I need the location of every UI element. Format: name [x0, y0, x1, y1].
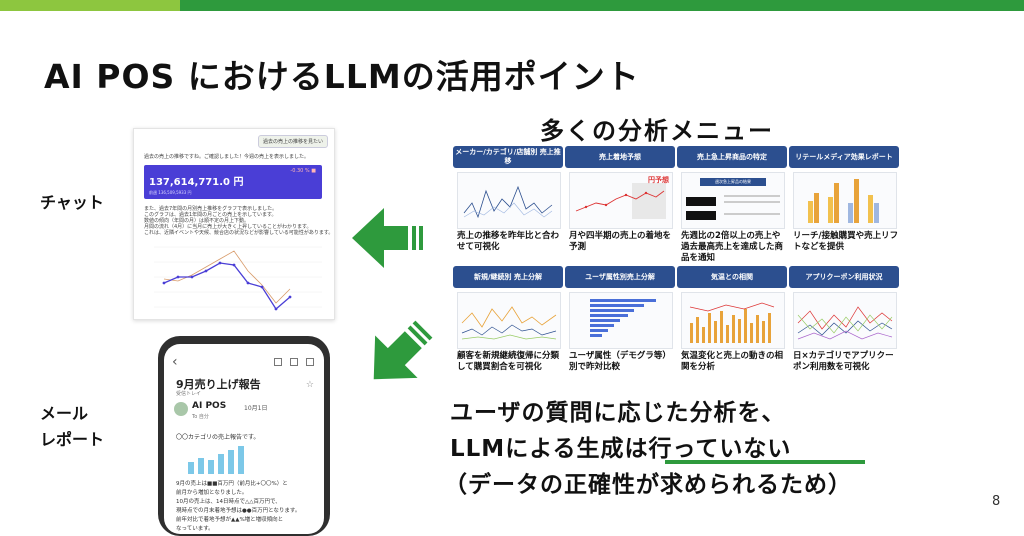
menu-card-user-attr: ユーザ属性別売上分解 ユーザ属性（デモグラ等）別で昨対比較 — [565, 266, 675, 383]
statement-line-3: （データの正確性が求められるため） — [444, 472, 852, 498]
back-icon[interactable]: ‹ — [172, 354, 178, 370]
forecast-badge: 円予想 — [648, 176, 669, 184]
star-icon[interactable]: ☆ — [305, 380, 314, 390]
mail-subject: 9月売り上げ報告 — [176, 378, 261, 391]
menu-card-desc: リーチ/接触購買や売上リフトなどを提供 — [793, 231, 899, 252]
chat-body-line: 数値の傾向（年間の月）は順不定の月上下動。 — [144, 218, 250, 224]
chat-body-line: 月間の流れ（4月）に当月に売上が大きく上昇していることがわかります。 — [144, 224, 312, 230]
menu-card-sales-trend: メーカー/カテゴリ/店舗別 売上推移 売上の推移を昨年比と合わせて可視化 — [453, 146, 563, 263]
menu-card-app-coupon: アプリクーポン利用状況 日×カテゴリでアプリクーポン利用数を可視化 — [789, 266, 899, 383]
menu-card-rising-products: 売上急上昇商品の特定 週次急上昇品の結果 先週比の2倍以上の売上や過去最高売上を… — [677, 146, 787, 263]
mail-report-label: メールレポート — [40, 404, 105, 449]
sales-forecast-chart-thumbnail: 円予想 — [569, 172, 673, 229]
user-attr-chart-thumbnail — [569, 292, 673, 349]
statement-line-1: ユーザの質問に応じた分析を、 — [450, 400, 786, 426]
sales-summary-card: -0.30 % ■ 137,614,771.0 円 前週 136,509,593… — [144, 165, 322, 199]
menu-card-desc: 気温変化と売上の動きの相関を分析 — [681, 351, 784, 372]
mail-icon[interactable] — [305, 358, 314, 366]
menu-card-header: リテールメディア効果レポート — [789, 146, 899, 168]
rising-products-banner: 週次急上昇品の結果 — [700, 178, 766, 186]
menu-card-new-repeat: 新規/継続別 売上分解 顧客を新規継続復帰に分類して購買割合を可視化 — [453, 266, 563, 383]
chat-label: チャット — [40, 193, 104, 212]
menu-card-desc: 日×カテゴリでアプリクーポン利用数を可視化 — [793, 351, 894, 372]
retail-media-chart-thumbnail — [793, 172, 897, 229]
user-query-chip: 過去の売上の推移を見たい — [257, 135, 328, 148]
menu-card-header: 気温との相関 — [677, 266, 787, 288]
chat-body-line: これは、近隣イベントや天候、競合店の状況などが影響している可能性があります。 — [144, 230, 334, 236]
menu-card-desc: 先週比の2倍以上の売上や過去最高売上を達成した商品を通知 — [681, 231, 784, 263]
key-statement: ユーザの質問に応じた分析を、 LLMによる生成は行っていない （データの正確性が… — [444, 395, 852, 503]
menu-card-desc: 売上の推移を昨年比と合わせて可視化 — [457, 231, 560, 252]
menu-card-desc: 月や四半期の売上の着地を予測 — [569, 231, 672, 252]
slide-title: AI POS におけるLLMの活用ポイント — [44, 57, 640, 96]
app-coupon-chart-thumbnail — [793, 292, 897, 349]
archive-icon[interactable] — [274, 358, 282, 366]
card-percent: -0.30 % ■ — [290, 168, 316, 174]
menu-card-temperature: 気温との相関 気温変化と売上の動きの相関を分析 — [677, 266, 787, 383]
mail-date: 10月1日 — [244, 405, 268, 412]
top-accent-bar — [0, 0, 1024, 11]
card-value: 137,614,771.0 円 — [149, 177, 244, 188]
mail-to: To 自分 — [192, 414, 209, 420]
sender-avatar — [174, 402, 188, 416]
statement-underline — [665, 460, 865, 464]
analysis-menu-grid: メーカー/カテゴリ/店舗別 売上推移 売上の推移を昨年比と合わせて可視化 売上着… — [453, 146, 899, 391]
menu-card-header: アプリクーポン利用状況 — [789, 266, 899, 288]
menu-card-header: 売上急上昇商品の特定 — [677, 146, 787, 168]
mail-body: 9月の売上は■■百万円（前月比+〇〇%）と前月から増加となりました。10月の売上… — [176, 481, 301, 532]
menu-card-header: 売上着地予想 — [565, 146, 675, 168]
arrow-to-chat-icon — [352, 208, 423, 268]
menu-card-header: ユーザ属性別売上分解 — [565, 266, 675, 288]
new-repeat-chart-thumbnail — [457, 292, 561, 349]
mail-greeting: 〇〇カテゴリの売上報告です。 — [176, 434, 260, 441]
mail-bar-chart — [188, 446, 244, 474]
menu-card-desc: ユーザ属性（デモグラ等）別で昨対比較 — [569, 351, 671, 372]
statement-line-2: LLMによる生成は行っていない — [450, 436, 792, 462]
menu-card-desc: 顧客を新規継続復帰に分類して購買割合を可視化 — [457, 351, 560, 372]
chat-body-line: また、過去7年間の月別売上推移をグラフで表示しました。 — [144, 206, 278, 212]
mail-report-screen: ‹ 9月売り上げ報告 受信トレイ ☆ AI POS 10月1日 To 自分 〇〇… — [164, 344, 324, 534]
chat-screenshot: 過去の売上の推移を見たい 過去の売上の推移ですね。ご確認しました！今週の売上を表… — [133, 128, 335, 320]
sender-name: AI POS — [192, 401, 227, 411]
delete-icon[interactable] — [289, 358, 298, 366]
menu-card-sales-forecast: 売上着地予想 円予想 月や四半期の売上の着地を予測 — [565, 146, 675, 263]
card-sub: 前週 136,509,5933 円 — [149, 190, 192, 195]
menu-card-header: 新規/継続別 売上分解 — [453, 266, 563, 288]
sales-trend-chart-thumbnail — [457, 172, 561, 229]
chat-reply-line: 過去の売上の推移ですね。ご確認しました！今週の売上を表示しました。 — [144, 154, 310, 160]
chat-body-line: このグラフは、過去1年間の月ごとの売上を示しています。 — [144, 212, 277, 218]
rising-products-thumbnail: 週次急上昇品の結果 — [681, 172, 785, 229]
arrow-to-mail-icon — [373, 320, 433, 380]
menu-card-retail-media: リテールメディア効果レポート リーチ/接触購買や売上リフトなどを提供 — [789, 146, 899, 263]
mail-folder: 受信トレイ — [176, 391, 202, 397]
page-number: 8 — [992, 494, 1001, 509]
menu-card-header: メーカー/カテゴリ/店舗別 売上推移 — [453, 146, 563, 168]
temperature-chart-thumbnail — [681, 292, 785, 349]
analysis-menu-title: 多くの分析メニュー — [540, 117, 774, 145]
chat-line-chart — [154, 246, 322, 311]
mail-toolbar-icons — [274, 358, 314, 366]
